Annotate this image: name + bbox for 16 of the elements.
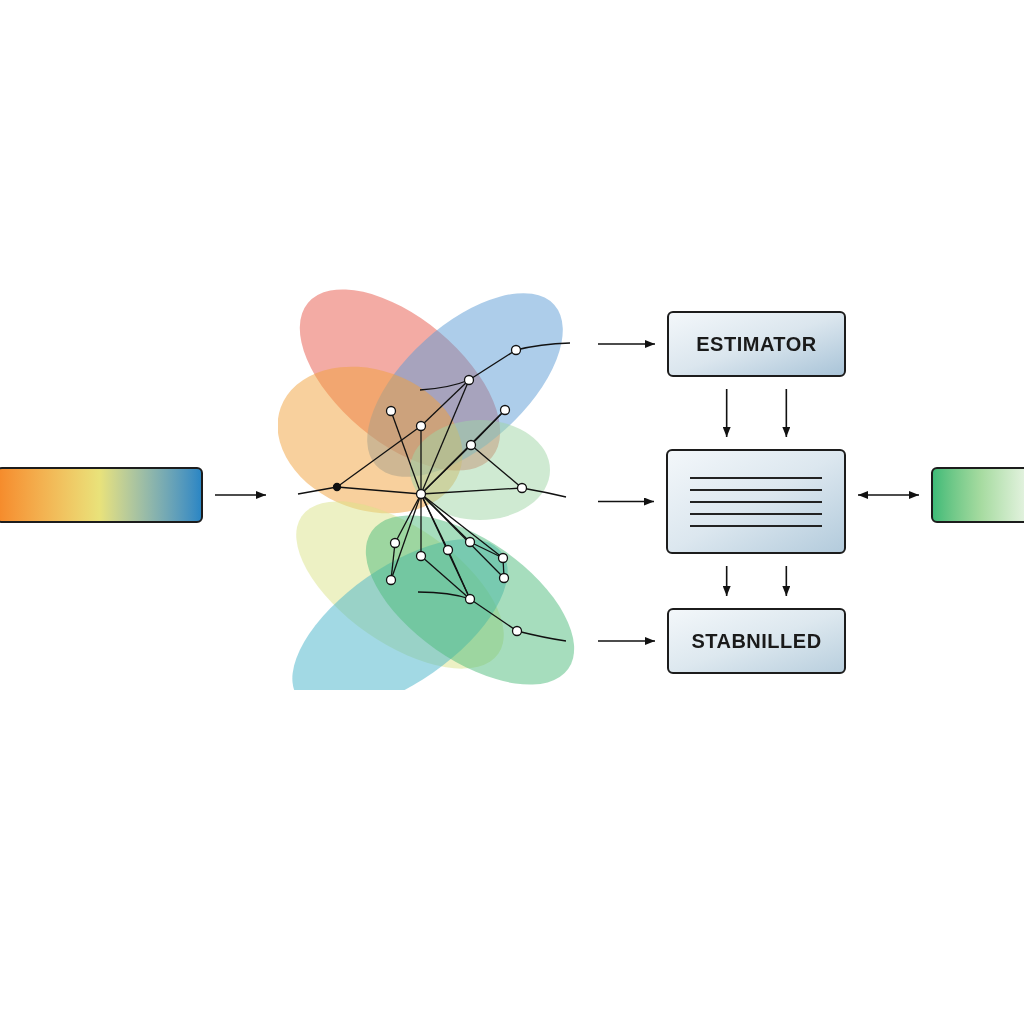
arrow — [722, 565, 731, 597]
arrow — [782, 565, 791, 597]
arrow — [722, 388, 731, 438]
box-label: ESTIMATOR — [696, 332, 817, 357]
process-box — [667, 608, 846, 674]
gradient-output-bar — [931, 467, 1024, 523]
arrow — [782, 388, 791, 438]
arrow — [857, 491, 920, 499]
arrow — [597, 340, 656, 348]
box-label: STABNILLED — [691, 629, 822, 654]
process-box — [667, 311, 846, 377]
arrow — [597, 637, 656, 645]
arrow — [214, 491, 267, 499]
arrow — [597, 497, 655, 506]
process-box — [666, 449, 846, 554]
gradient-input-bar — [0, 467, 203, 523]
